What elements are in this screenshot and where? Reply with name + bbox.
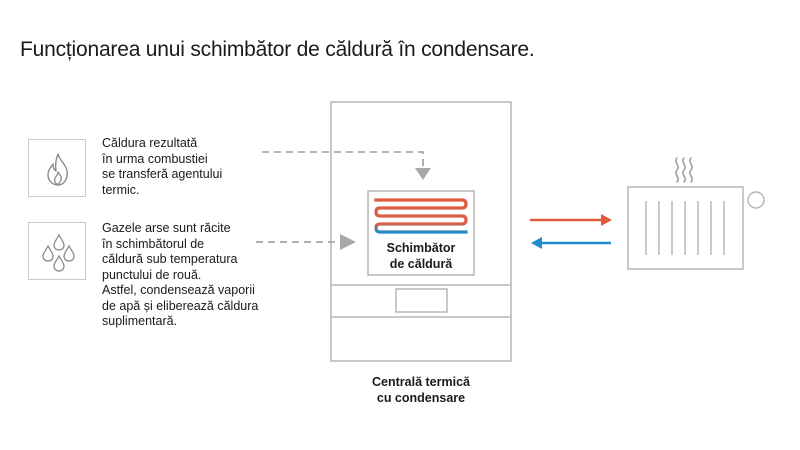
radiator-icon bbox=[627, 186, 765, 270]
heat-exchanger-label-line: de căldură bbox=[389, 257, 453, 271]
step-1-description: Căldura rezultată în urma combustiei se … bbox=[102, 136, 222, 198]
step-1-line: în urma combustiei bbox=[102, 151, 208, 166]
boiler-display bbox=[395, 288, 448, 313]
step-2-description: Gazele arse sunt răcite în schimbătorul … bbox=[102, 221, 258, 330]
dashed-arrow-2-head bbox=[340, 234, 356, 250]
heat-exchanger-label: Schimbător de căldură bbox=[368, 240, 474, 272]
boiler-outline bbox=[330, 101, 512, 362]
step-2-line: punctului de rouă. bbox=[102, 267, 202, 282]
step-1-line: termic. bbox=[102, 182, 140, 197]
dashed-arrow-1 bbox=[262, 151, 424, 168]
flame-icon bbox=[47, 153, 68, 186]
step-1-line: se transferă agentului bbox=[102, 167, 223, 181]
step-2-line: căldură sub temperatura bbox=[102, 252, 238, 266]
heat-exchanger-coil bbox=[374, 198, 468, 234]
step-1-line: Căldura rezultată bbox=[102, 136, 198, 150]
dashed-arrow-1-head bbox=[415, 168, 431, 180]
heat-waves-icon bbox=[675, 157, 693, 183]
boiler-label: Centrală termică cu condensare bbox=[330, 374, 512, 406]
water-drops-icon bbox=[42, 233, 75, 272]
step-2-line: suplimentară. bbox=[102, 314, 178, 328]
page-title: Funcționarea unui schimbător de căldură … bbox=[20, 38, 535, 61]
step-2-line: Gazele arse sunt răcite bbox=[102, 221, 231, 235]
step-2-line: Astfel, condensează vaporii bbox=[102, 283, 255, 297]
boiler-label-line: Centrală termică bbox=[372, 375, 470, 389]
flame-icon-box bbox=[28, 139, 86, 197]
step-2-line: în schimbătorul de bbox=[102, 236, 205, 251]
heat-exchanger-box bbox=[367, 190, 475, 276]
water-drops-icon-box bbox=[28, 222, 86, 280]
heat-exchanger-label-line: Schimbător bbox=[386, 241, 456, 255]
cold-return-arrow-head bbox=[531, 237, 542, 249]
boiler-label-line: cu condensare bbox=[376, 391, 466, 405]
step-2-line: de apă și eliberează căldura bbox=[102, 298, 259, 313]
hot-flow-arrow-head bbox=[601, 214, 612, 226]
